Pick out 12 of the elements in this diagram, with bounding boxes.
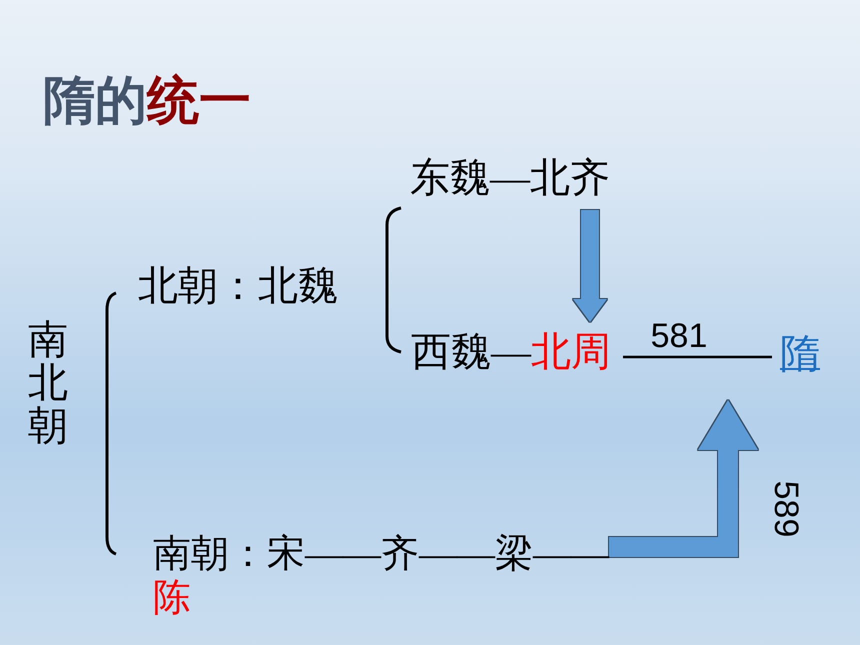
- block-arrow: [573, 210, 607, 322]
- dynasty-label: 东魏—北齐: [410, 156, 610, 200]
- dynasty-label: 北朝：北魏: [138, 264, 338, 308]
- dynasty-label: 隋: [780, 332, 820, 376]
- block-arrow: [609, 400, 758, 557]
- slide-title: 隋的统一: [43, 72, 251, 130]
- period-label: 南北朝: [28, 318, 72, 447]
- connector-line: [623, 356, 772, 358]
- dynasty-label: 西魏—北周: [411, 330, 611, 374]
- edge-label: 581: [650, 318, 708, 354]
- edge-label: 589: [768, 480, 804, 538]
- dynasty-label: 南朝：宋——齐——梁—— 陈: [153, 532, 609, 620]
